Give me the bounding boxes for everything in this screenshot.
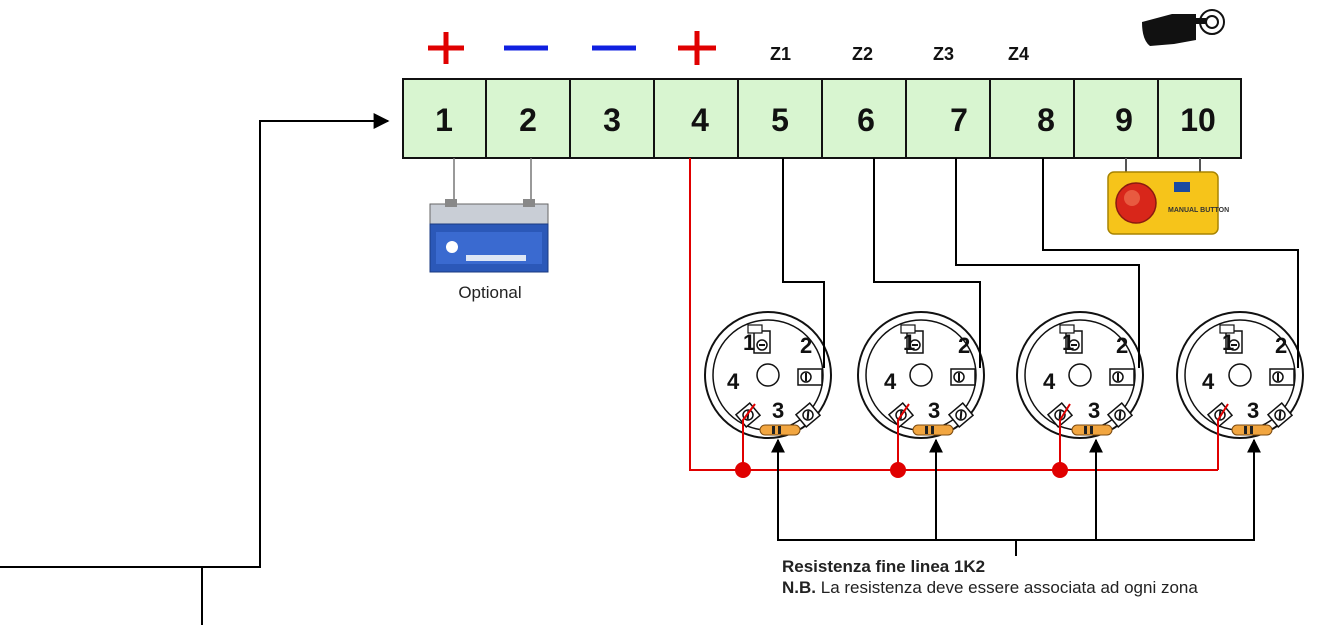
svg-text:4: 4 <box>1202 369 1215 394</box>
svg-text:4: 4 <box>884 369 897 394</box>
positive-wire <box>689 158 1218 471</box>
detector-2-labels: 1 2 3 4 <box>884 330 970 423</box>
detector-1-labels: 1 2 3 4 <box>727 330 812 423</box>
zone-label-z1: Z1 <box>770 44 791 64</box>
svg-text:2: 2 <box>800 333 812 358</box>
svg-text:3: 3 <box>1088 398 1100 423</box>
battery-icon <box>429 199 549 273</box>
positive-drop-4 <box>1217 403 1229 470</box>
svg-text:4: 4 <box>1043 369 1056 394</box>
svg-text:2: 2 <box>1116 333 1128 358</box>
terminal-8: 8 <box>1037 102 1055 138</box>
zone-wire-z1 <box>782 158 825 368</box>
terminal-2: 2 <box>519 102 537 138</box>
svg-text:2: 2 <box>1275 333 1287 358</box>
zone-label-z3: Z3 <box>933 44 954 64</box>
terminal-10: 10 <box>1180 102 1216 138</box>
terminal-6: 6 <box>857 102 875 138</box>
battery-label: Optional <box>458 283 521 302</box>
terminal-7: 7 <box>950 102 968 138</box>
polarity-sign-4 <box>678 31 716 65</box>
svg-text:3: 3 <box>928 398 940 423</box>
positive-drop-2 <box>897 403 910 470</box>
zone-label-z2: Z2 <box>852 44 873 64</box>
terminal-1: 1 <box>435 102 453 138</box>
positive-drop-1 <box>742 403 756 470</box>
input-arrow <box>202 113 390 568</box>
zone-wire-z4 <box>1042 158 1299 368</box>
junction-dot-3 <box>1052 462 1068 478</box>
svg-text:1: 1 <box>903 330 915 355</box>
detector-4-labels: 1 2 3 4 <box>1202 330 1287 423</box>
note-title: Resistenza fine linea 1K2 <box>782 557 986 576</box>
svg-text:1: 1 <box>1222 330 1234 355</box>
zone-wire-z3 <box>955 158 1140 368</box>
eol-resistor-note: Resistenza fine linea 1K2 N.B. La resist… <box>782 556 1302 598</box>
terminal-3: 3 <box>603 102 621 138</box>
terminal-9: 9 <box>1115 102 1133 138</box>
svg-text:MANUAL BUTTON: MANUAL BUTTON <box>1168 207 1229 214</box>
note-body: N.B. La resistenza deve essere associata… <box>782 577 1302 598</box>
terminal-5: 5 <box>771 102 789 138</box>
junction-dot-1 <box>735 462 751 478</box>
svg-text:3: 3 <box>1247 398 1259 423</box>
svg-text:1: 1 <box>1062 330 1074 355</box>
note-text: La resistenza deve essere associata ad o… <box>820 578 1198 597</box>
detector-3-labels: 1 2 3 4 <box>1043 330 1128 423</box>
input-arrow-line <box>0 566 203 625</box>
svg-text:1: 1 <box>743 330 755 355</box>
junction-dot-2 <box>890 462 906 478</box>
terminal-block <box>402 78 1242 159</box>
pointing-hand-icon <box>1142 9 1225 46</box>
polarity-sign-1 <box>428 32 464 64</box>
eol-resistor-bracket <box>777 470 1255 541</box>
svg-text:3: 3 <box>772 398 784 423</box>
zone-label-z4: Z4 <box>1008 44 1029 64</box>
smoke-detector-2 <box>857 311 985 439</box>
manual-call-button-icon: MANUAL BUTTON <box>1107 171 1229 235</box>
smoke-detector-4 <box>1176 311 1304 439</box>
svg-text:2: 2 <box>958 333 970 358</box>
terminal-4: 4 <box>691 102 709 138</box>
positive-drop-3 <box>1059 403 1071 470</box>
smoke-detector-3 <box>1016 311 1144 439</box>
note-nb: N.B. <box>782 578 816 597</box>
smoke-detector-1 <box>704 311 832 439</box>
svg-text:4: 4 <box>727 369 740 394</box>
zone-wire-z2 <box>873 158 981 368</box>
